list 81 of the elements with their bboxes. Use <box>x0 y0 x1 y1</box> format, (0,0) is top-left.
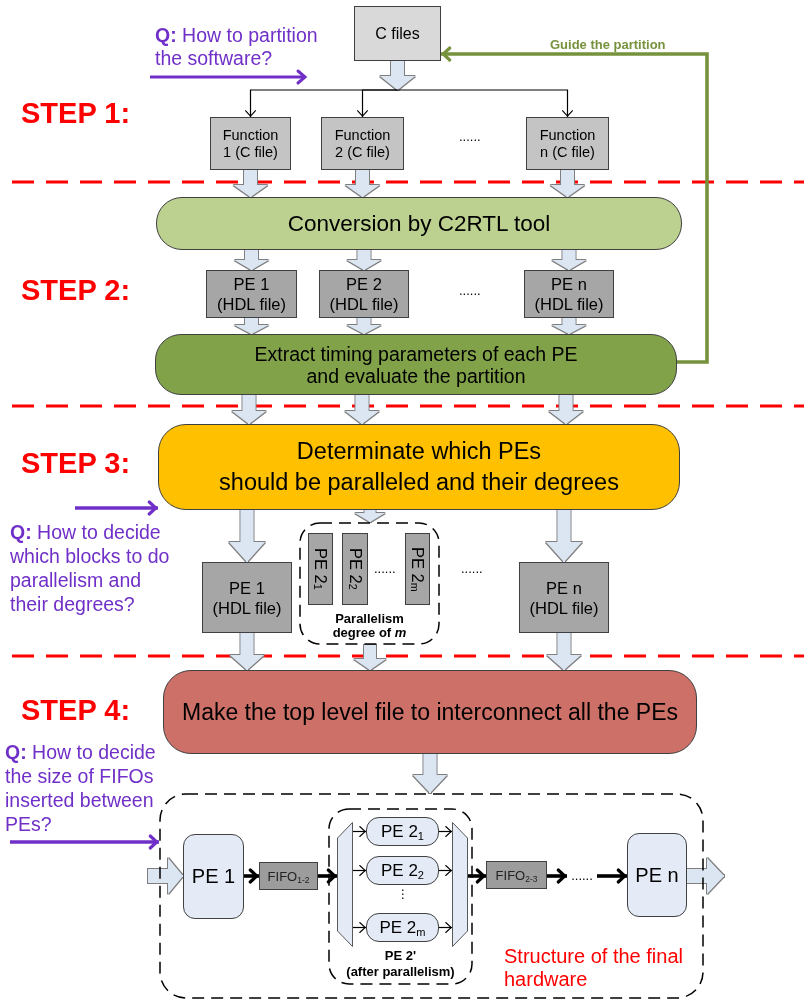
node-label: PE 2 (HDL file) <box>329 274 399 314</box>
ellipsis: ...... <box>567 866 597 884</box>
node-label: PE 1 (HDL file) <box>216 274 287 314</box>
node-label: Determinate which PEs should be paralleled and their degrees <box>219 437 619 497</box>
dashed-group-frame <box>299 522 440 645</box>
node-label: PE 2$_{2}$ <box>381 860 424 881</box>
function-box <box>526 117 609 170</box>
node-label: Make the top level file to interconnect all the PEs <box>181 699 679 725</box>
ellipsis: ...... <box>374 562 396 576</box>
group-caption: PE 2' (after parallelism) <box>346 948 455 980</box>
node-label: PE 2$_{m}$ <box>379 917 426 938</box>
arrow <box>10 834 159 850</box>
function-box <box>321 117 404 170</box>
node-label: PE 2$_{1}$ <box>381 821 424 842</box>
group-caption: Structure of the final hardware <box>504 945 683 991</box>
question-text: Q: How to decide which blocks to do parallelism and their degrees? <box>10 520 170 616</box>
conversion-banner <box>156 197 682 250</box>
hdl-file-box <box>524 270 614 318</box>
arrow <box>438 921 453 934</box>
step-heading: STEP 1: <box>21 97 131 129</box>
pe-block <box>366 913 439 942</box>
arrow <box>356 89 399 118</box>
arrow <box>396 89 574 118</box>
node-label: Function 2 (C file) <box>334 126 391 161</box>
arrow <box>352 864 367 877</box>
hdl-file-box <box>319 270 409 318</box>
arrow <box>352 825 367 838</box>
arrow <box>244 868 259 884</box>
pe-copy-box <box>405 533 430 605</box>
demux-trapezoid <box>337 822 353 947</box>
arrow <box>352 921 367 934</box>
hdl-file-box <box>519 562 609 633</box>
group-caption: Parallelism degree of m <box>332 612 407 640</box>
top-level-banner <box>163 670 697 754</box>
node-label: PE 1 (HDL file) <box>212 577 282 618</box>
arrow <box>75 500 158 516</box>
node-label: FIFO$_{2-3}$ <box>495 867 538 883</box>
mux-trapezoid <box>452 822 468 947</box>
node-label: PE n <box>635 863 679 887</box>
node-label: FIFO$_{1-2}$ <box>267 868 310 884</box>
hdl-file-box <box>202 562 292 633</box>
ellipsis: ...... <box>459 284 481 298</box>
node-label: Conversion by C2RTL tool <box>287 210 551 237</box>
node-label: C files <box>375 24 420 43</box>
node-label: PE 1 <box>191 865 236 888</box>
ellipsis: ...... <box>461 562 483 576</box>
question-text: Q: How to partition the software? <box>155 24 318 70</box>
arrow <box>547 868 567 884</box>
step-heading: STEP 2: <box>21 274 131 306</box>
question-text: Q: How to decide the size of FIFOs inserted between PEs? <box>5 740 156 836</box>
step-heading: STEP 4: <box>21 694 131 726</box>
arrow <box>597 868 627 884</box>
pe-copy-box <box>308 533 333 605</box>
node-label: Function 1 (C file) <box>222 126 279 161</box>
pe-block <box>366 817 439 846</box>
pe-block <box>366 856 439 885</box>
ellipsis: ...... <box>459 130 481 144</box>
arrow <box>441 46 709 364</box>
arrow <box>468 868 486 884</box>
arrow <box>438 825 453 838</box>
evaluation-banner <box>155 334 677 395</box>
fifo-box <box>486 861 547 889</box>
file-box <box>354 6 441 61</box>
node-label: Function n (C file) <box>539 126 596 161</box>
dashed-group-frame <box>159 793 704 999</box>
step-heading: STEP 3: <box>21 447 131 479</box>
pe-copy-box <box>342 533 368 605</box>
node-label: PE n (HDL file) <box>529 577 599 618</box>
pe-block <box>183 834 244 919</box>
fifo-box <box>259 862 318 890</box>
arrow <box>318 868 337 884</box>
function-box <box>210 117 291 170</box>
edge-label: Guide the partition <box>548 37 668 52</box>
pe-block <box>627 833 687 917</box>
dashed-group-frame <box>328 808 473 985</box>
hdl-file-box <box>206 270 297 318</box>
decision-banner <box>158 424 680 510</box>
node-label: PE n (HDL file) <box>534 274 604 314</box>
node-label: Extract timing parameters of each PE and evaluate the partition <box>254 342 578 387</box>
arrow <box>438 864 453 877</box>
vertical-ellipsis: ⋮ <box>397 888 409 901</box>
